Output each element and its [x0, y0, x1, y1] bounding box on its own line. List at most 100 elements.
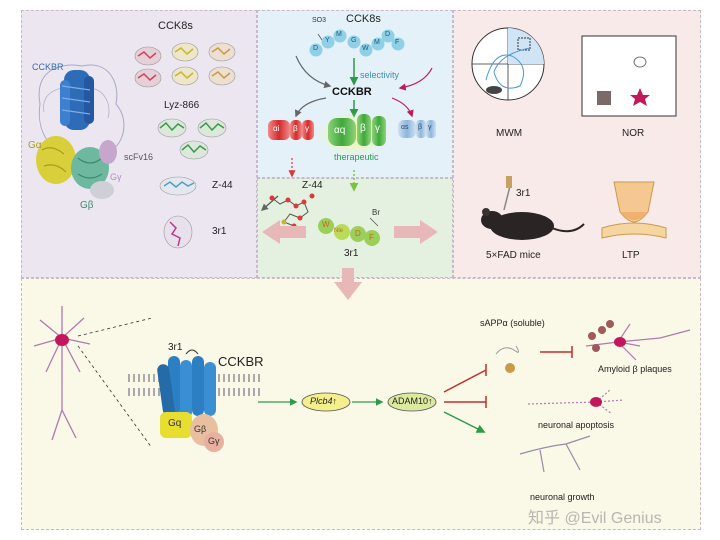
amyloid-neuron: [585, 320, 691, 361]
nor-label: NOR: [622, 128, 645, 139]
peptide-letter-y: Y: [325, 37, 330, 44]
gs-gamma-label: γ: [428, 124, 432, 131]
gq-beta-label: β: [360, 123, 366, 134]
mwm-water-maze: [471, 27, 545, 101]
r31-letter-d: D: [355, 229, 361, 238]
gi-beta-label: β: [293, 124, 298, 133]
r31-letter-f: F: [369, 233, 374, 242]
sappa-label: sAPPα (soluble): [480, 318, 545, 328]
gs-beta-label: β: [418, 124, 423, 131]
nor-arena: [581, 35, 677, 117]
structure-galpha-label: Gα: [28, 140, 42, 151]
fad-mice-label: 5×FAD mice: [486, 250, 541, 261]
r31-letter-nle: Nle: [334, 228, 344, 234]
z44-molecule: [269, 193, 315, 229]
plcb4-label: Plcb4↑: [310, 396, 337, 406]
gs-protein: [398, 120, 436, 138]
magenta-curve-arrow: [398, 67, 433, 91]
signal-so3-label: SO3: [312, 17, 327, 24]
zoom-dashed-lines: [77, 317, 153, 449]
inhibit-branch-1: [443, 364, 487, 393]
growing-neuron: [519, 435, 591, 473]
ggamma-density: [99, 140, 117, 164]
right-big-arrow: [394, 220, 438, 244]
mouse-3r1-label: 3r1: [516, 188, 531, 199]
gy-subunit: [204, 432, 224, 452]
structure-3r1-label: 3r1: [212, 226, 227, 237]
gray-curve-arrow: [295, 55, 332, 89]
signal-cckbr-label: CCKBR: [332, 86, 372, 98]
gs-alpha-label: αs: [401, 124, 409, 131]
apoptotic-neuron: [527, 389, 625, 415]
cck8s-peptide-chain: [309, 29, 405, 57]
adam10-up-arrow: ↑: [428, 396, 433, 406]
peptide-letter-m1: M: [336, 31, 342, 38]
cck8s-density-maps: [134, 42, 236, 88]
z44-to-left-arrow: [260, 195, 279, 211]
selectivity-label: selectivity: [360, 70, 400, 80]
therapeutic-label: therapeutic: [334, 152, 379, 162]
to-gi-arrow: [294, 97, 327, 118]
activate-branch: [443, 411, 486, 433]
neuron-soma: [55, 334, 69, 346]
structure-lyz866-label: Lyz-866: [164, 100, 200, 111]
gi-protein: [268, 120, 314, 140]
5xfad-mouse: [481, 176, 585, 240]
adam10-label: ADAM10↑: [392, 396, 433, 406]
3r1-density-map: [163, 215, 193, 249]
gq-protein: [328, 114, 386, 146]
signal-z44-label: Z-44: [302, 180, 323, 191]
structure-cck8s-label: CCK8s: [158, 20, 193, 32]
peptide-letter-d1: D: [313, 45, 319, 52]
mech-gy-label: Gγ: [208, 436, 220, 446]
mwm-label: MWM: [496, 128, 523, 139]
galpha-density: [36, 136, 76, 184]
mech-gq-label: Gq: [168, 418, 182, 429]
sappa-fragment: [495, 345, 520, 373]
adam10-ellipse: [387, 392, 437, 412]
structure-cckbr-label: CCKBR: [32, 62, 64, 72]
plcb4-text: Plcb4: [310, 396, 333, 406]
plcb4-ellipse: [301, 392, 351, 412]
ltp-synapse: [601, 181, 667, 239]
gbeta-density: [71, 147, 109, 189]
plcb4-up-arrow: ↑: [332, 396, 338, 406]
ltp-label: LTP: [622, 250, 640, 261]
r31-letter-w: W: [322, 220, 330, 229]
scfv16-density: [90, 181, 114, 199]
gq-alpha-label: αq: [334, 125, 346, 136]
3r1-peptide-chain: [318, 217, 380, 246]
adam10-text: ADAM10: [392, 396, 429, 406]
gi-alpha-label: αi: [273, 124, 280, 133]
gq-subunit: [160, 412, 192, 438]
peptide-letter-w: W: [362, 45, 369, 52]
mech-gb-label: Gβ: [194, 424, 207, 434]
z44-density-map: [159, 176, 197, 196]
to-gs-arrow: [391, 97, 414, 118]
apoptosis-label: neuronal apoptosis: [538, 420, 615, 430]
cryo-em-structure: [36, 64, 125, 199]
lyz866-density-maps: [157, 118, 227, 160]
growth-label: neuronal growth: [530, 492, 595, 502]
watermark: 知乎 @Evil Genius: [528, 510, 662, 527]
sappa-inhibit: [540, 346, 573, 358]
inhibit-branch-2: [444, 396, 487, 408]
peptide-letter-m2: M: [374, 39, 380, 46]
mechanism-panel: [21, 278, 701, 530]
gq-gamma-label: γ: [375, 123, 380, 134]
cckbr-receptor-helices: [157, 349, 216, 418]
peptide-letter-g: G: [351, 37, 357, 44]
cckbr-density: [60, 70, 94, 130]
signal-cck8s-label: CCK8s: [346, 13, 381, 25]
peptide-letter-f: F: [395, 39, 400, 46]
structure-ggamma-label: Gγ: [110, 172, 122, 182]
gi-gamma-label: γ: [305, 124, 309, 133]
mech-cckbr-label: CCKBR: [218, 354, 264, 369]
amyloid-label: Amyloid β plaques: [598, 364, 672, 374]
signal-br-label: Br: [372, 208, 380, 217]
mech-3r1-label: 3r1: [168, 342, 183, 353]
signal-3r1-label: 3r1: [344, 248, 359, 259]
neuron-illustration: [33, 306, 91, 441]
peptide-letter-d2: D: [385, 31, 391, 38]
